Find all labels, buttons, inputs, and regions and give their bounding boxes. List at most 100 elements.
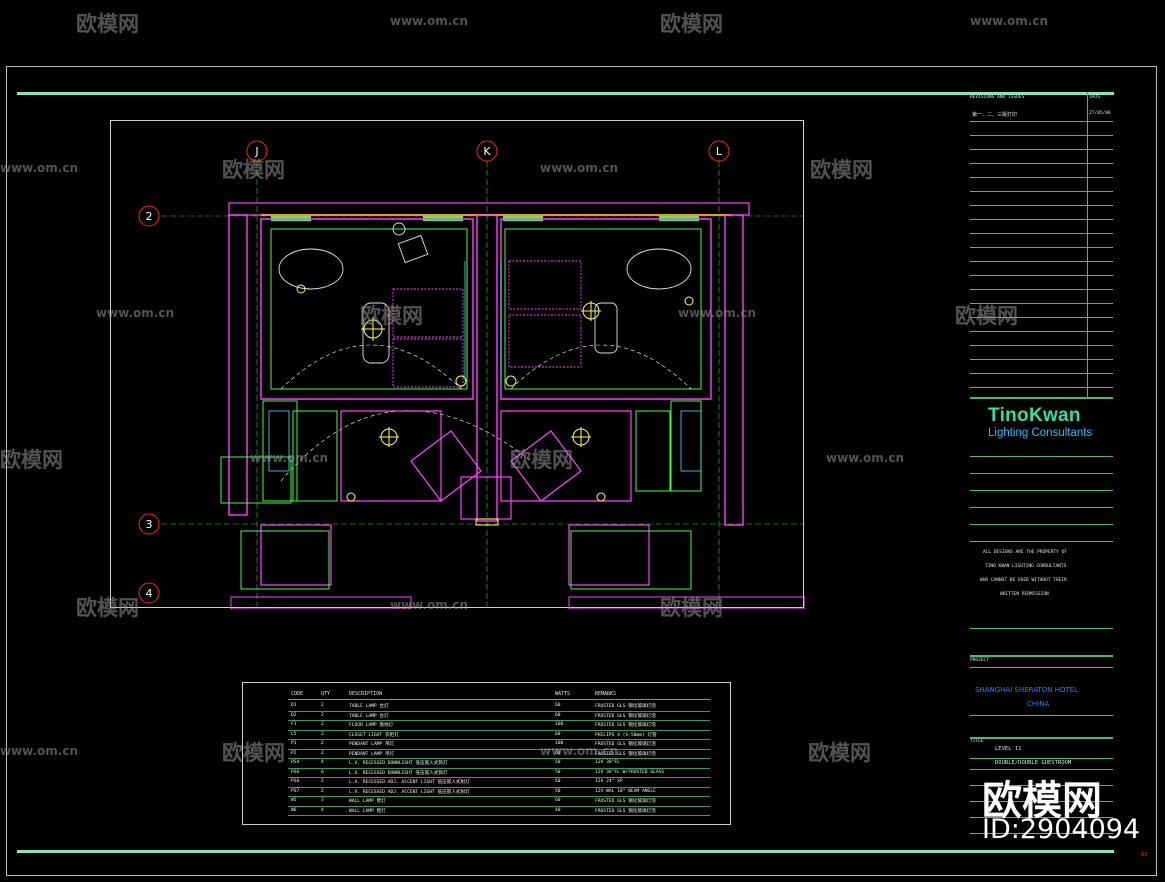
cell-watts: 60 (555, 731, 561, 737)
watermark-logo: 欧模网 (76, 12, 139, 36)
table-row-divider (288, 748, 710, 750)
cell-watts: 60 (555, 750, 561, 756)
grid-label-4: 4 (146, 587, 153, 600)
cell-remarks: FROSTED GLS 钢化玻璃灯泡 (595, 723, 656, 728)
cell-description: WALL LAMP 壁灯 (349, 799, 386, 804)
header-remarks: REMARKS (595, 691, 617, 697)
cell-watts: 100 (555, 722, 564, 727)
cell-code: PS6 (291, 769, 300, 775)
watermark-logo: 欧模网 (955, 304, 1018, 328)
cell-code: W6 (291, 807, 297, 813)
watermark-logo: 欧模网 (222, 158, 285, 182)
cell-description: L.V. RECESSED DOWNLIGHT 低压嵌入式筒灯 (349, 770, 448, 776)
watermark-id: ID:2904094 (982, 814, 1141, 845)
cell-description: L.V. RECESSED ADJ. ACCENT LIGHT 低压嵌入式射灯 (349, 780, 470, 785)
revisions-title: REVISIONS AND ISSUES (970, 95, 1025, 100)
floor-plan-viewport[interactable]: J K L 2 3 4 (110, 120, 805, 609)
cell-remarks: PHILIPS 4 (S-50mm) 灯管 (595, 732, 657, 738)
project-name: SHANGHAI SHERATON HOTEL (975, 686, 1079, 694)
table-row-divider (288, 815, 710, 816)
watermark-url: www.om.cn (390, 14, 469, 28)
header-code: CODE (291, 691, 304, 697)
table-row-divider (288, 710, 710, 712)
cell-code: D2 (291, 712, 297, 718)
table-row-divider (288, 758, 710, 759)
watermark-url: www.om.cn (0, 744, 79, 758)
cell-description: TABLE LAMP 台灯 (349, 713, 389, 719)
revision-entry: 第一、二、三版打印 (972, 112, 1018, 118)
table-row-divider (288, 739, 710, 740)
table-row-divider (288, 767, 710, 769)
revision-date: 27/05/06 (1089, 111, 1111, 116)
cell-watts: 40 (555, 807, 561, 813)
cell-watts: 60 (555, 703, 561, 708)
cell-description: PENDANT LAMP 吊灯 (349, 742, 395, 747)
cell-remarks: FROSTED GLS 钢化玻璃灯泡 (595, 808, 656, 814)
watermark-url: www.om.cn (540, 161, 619, 175)
watermark-url: www.om.cn (540, 744, 619, 758)
cell-description: WALL LAMP 壁灯 (349, 808, 386, 814)
cell-description: L.V. RECESSED ADJ. ACCENT LIGHT 低压嵌入式射灯 (349, 789, 470, 795)
notice-line-2: TINO KWAN LIGHTING CONSULTANTS (985, 564, 1067, 569)
date-label: DATE (1090, 95, 1101, 100)
grid-label-l: L (716, 145, 723, 158)
header-description: DESCRIPTION (349, 691, 383, 697)
cell-code: L5 (291, 731, 297, 737)
cell-description: FLOOR LAMP 落地灯 (349, 723, 394, 728)
grid-label-3: 3 (146, 518, 153, 531)
project-country: CHINA (1027, 700, 1050, 708)
watermark-logo: 欧模网 (660, 12, 723, 36)
watermark-url: www.om.cn (678, 306, 757, 320)
watermark-logo: 欧模网 (222, 741, 285, 765)
cell-qty: 2 (321, 712, 324, 718)
cell-qty: 3 (321, 798, 324, 803)
watermark-url: www.om.cn (826, 451, 905, 465)
watermark-logo: 欧模网 (660, 596, 723, 620)
cell-description: L.V. RECESSED DOWNLIGHT 低压嵌入式筒灯 (349, 761, 448, 766)
cell-code: P2 (291, 750, 297, 756)
watermark-logo: 欧模网 (76, 596, 139, 620)
grid-label-j: J (254, 145, 258, 158)
notice-line-4: WRITTEN PERMISSION (1000, 592, 1049, 597)
cell-code: P1 (291, 741, 297, 746)
cell-watts: 50 (555, 788, 561, 794)
watermark-logo: 欧模网 (0, 448, 63, 472)
cell-remarks: FROSTED GLS 钢化玻璃灯泡 (595, 751, 656, 757)
header-qty: QTY (321, 691, 331, 697)
cell-watts: 50 (555, 779, 561, 784)
cell-remarks: 12V 24° SP (595, 779, 623, 784)
cell-watts: 60 (555, 712, 561, 718)
watermark-url: www.om.cn (0, 161, 79, 175)
watermark-url: www.om.cn (390, 598, 469, 612)
cell-code: F1 (291, 722, 297, 727)
watermark-logo: 欧模网 (810, 158, 873, 182)
cell-code: W5 (291, 798, 297, 803)
table-row-divider (288, 777, 710, 778)
cell-remarks: 12V 38°FL (595, 760, 620, 765)
company-subtitle: Lighting Consultants (988, 427, 1093, 439)
table-row-divider (288, 786, 710, 788)
drawing-border (6, 66, 1157, 876)
cell-qty: 2 (321, 788, 324, 794)
header-watts: WATTS (555, 691, 571, 697)
cell-description: PENDANT LAMP 吊灯 (349, 751, 395, 757)
table-row-divider (288, 796, 710, 797)
cell-qty: 2 (321, 750, 324, 756)
project-label: PROJECT (970, 658, 989, 663)
sheet-mark: A3 (1141, 852, 1148, 858)
watermark-brand-large: 欧模网 (982, 778, 1102, 824)
watermark-logo: 欧模网 (360, 304, 423, 328)
table-row-divider (288, 729, 710, 731)
notice-line-3: WHO CANNOT BE USED WITHOUT THEIR (980, 578, 1067, 583)
level-label: LEVEL 11 (995, 746, 1022, 752)
company-logo: TinoKwan (988, 405, 1081, 426)
cell-qty: 4 (321, 807, 324, 813)
cell-code: D1 (291, 703, 297, 708)
drawing-title: DOUBLE/DOUBLE GUESTROOM (995, 760, 1072, 766)
table-row-divider (288, 805, 710, 807)
bottom-rule (17, 850, 1114, 853)
cell-watts: 100 (555, 741, 564, 746)
cell-qty: 2 (321, 741, 324, 746)
cell-remarks: FROSTED GLS 钢化玻璃灯泡 (595, 742, 656, 747)
title-label: TITLE (970, 739, 984, 744)
